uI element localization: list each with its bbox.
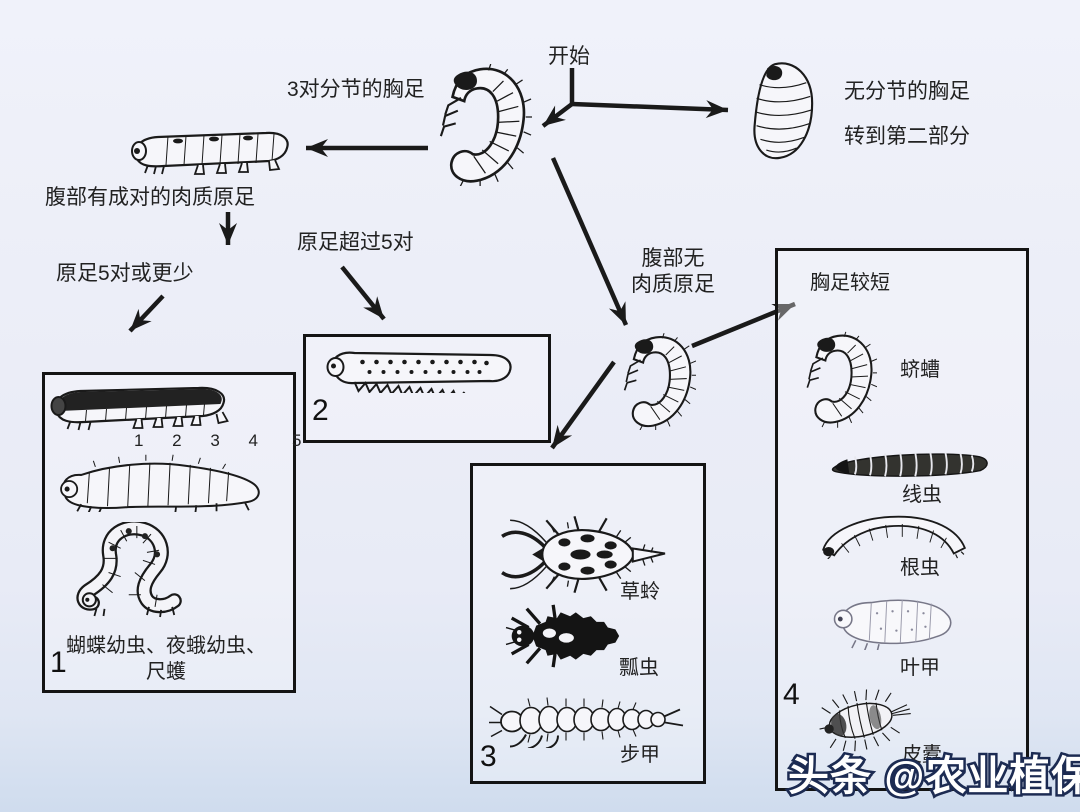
leaf-beetle-label: 叶甲 — [900, 657, 940, 679]
scarab-grub-label: 蛴螬 — [900, 359, 940, 381]
curled-grub2-illustration — [612, 333, 696, 430]
prolegs-over-5-label: 原足超过5对 — [297, 231, 414, 254]
caterpillar-illustration — [128, 128, 293, 180]
lacewing-label: 草蛉 — [620, 581, 660, 603]
proleg-numbers-1-4: 1 2 3 4 — [134, 431, 270, 450]
abdomen-prolegs-label: 腹部有成对的肉质原足 — [45, 186, 255, 209]
leaf-beetle-larva-illustration — [828, 590, 960, 650]
sawfly-larva-illustration — [322, 345, 518, 393]
short-thoracic-legs-label: 胸足较短 — [810, 272, 890, 294]
ground-beetle-label: 步甲 — [620, 744, 660, 766]
prolegs-5-or-fewer-label: 原足5对或更少 — [56, 262, 194, 285]
start-label: 开始 — [548, 45, 590, 68]
proleg-numbers: 1 2 3 4 5 — [134, 431, 301, 451]
abdomen-no-prolegs-line1: 腹部无 — [641, 247, 705, 270]
arrow-to-box3 — [550, 360, 616, 450]
unsegmented-thoracic-legs-label: 无分节的胸足 — [844, 80, 970, 103]
arrow-start-to-grub — [541, 102, 574, 128]
rootworm-illustration — [810, 513, 978, 559]
arrow-to-box1 — [128, 294, 165, 333]
abdomen-no-prolegs-label: 腹部无 肉质原足 — [600, 246, 746, 299]
dark-caterpillar-illustration — [46, 384, 242, 434]
ladybug-label: 瓢虫 — [619, 657, 659, 679]
box4-number: 4 — [783, 678, 800, 711]
looper-inchworm-illustration — [76, 522, 228, 618]
goto-part2-label: 转到第二部分 — [844, 125, 970, 148]
box3-number: 3 — [480, 740, 497, 773]
rootworm-label: 根虫 — [900, 557, 940, 579]
wireworm-illustration — [825, 447, 997, 480]
legless-larva-illustration — [740, 60, 818, 163]
arrow-start-to-legless — [571, 100, 729, 119]
scarab-grub-illustration — [795, 330, 877, 428]
abdomen-no-prolegs-line2: 肉质原足 — [631, 273, 715, 297]
ground-beetle-larva-illustration — [486, 692, 686, 748]
wireworm-label: 线虫 — [902, 484, 942, 506]
segmented-thoracic-legs-label: 3对分节的胸足 — [287, 78, 425, 101]
curled-grub-start-illustration — [424, 64, 532, 186]
box1-number: 1 — [50, 646, 67, 679]
arrow-to-box2 — [340, 265, 386, 321]
dermestid-label: 皮蠹 — [902, 744, 942, 766]
result-box-1 — [42, 372, 296, 693]
box1-caption-line1: 蝴蝶幼虫、夜蛾幼虫、 — [66, 635, 266, 657]
proleg-number-5: 5 — [292, 431, 302, 450]
box1-caption-line2: 尺蠖 — [146, 661, 186, 683]
watermark: 头条 @农业植保头条 — [785, 751, 1080, 802]
arrow-grub-to-grub2 — [550, 157, 629, 326]
light-caterpillar-illustration — [55, 450, 267, 512]
box2-number: 2 — [312, 394, 329, 427]
ladybug-larva-illustration — [496, 603, 632, 669]
